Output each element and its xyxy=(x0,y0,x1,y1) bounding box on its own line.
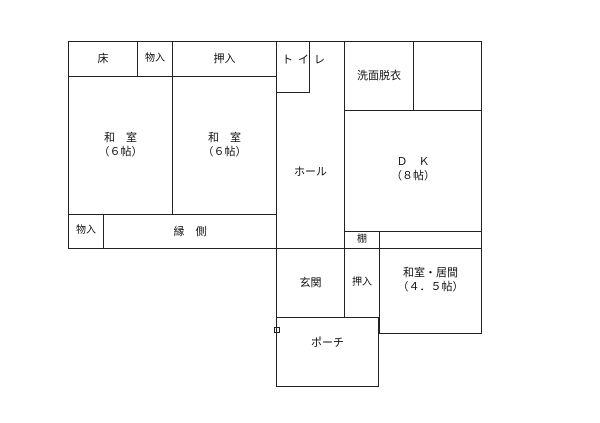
label-shelf: 棚 xyxy=(357,234,367,245)
label-hall: ホール xyxy=(294,165,327,178)
label-washitsu-left: 和 室 （６帖） xyxy=(98,131,143,158)
room-storage-right xyxy=(413,41,482,111)
post-marker xyxy=(274,327,280,333)
label-washitsu-ima: 和室・居間 （４．５帖） xyxy=(397,266,464,293)
label-toilet: トイレ xyxy=(282,53,330,66)
room-washitsu-ima[interactable] xyxy=(379,231,482,334)
room-toilet[interactable] xyxy=(276,41,310,93)
label-closet-4: 押入 xyxy=(352,277,372,288)
label-closet-1: 物入 xyxy=(145,53,165,64)
label-dk: Ｄ Ｋ （８帖） xyxy=(391,155,435,182)
label-closet-3: 物入 xyxy=(76,225,96,236)
label-genkan: 玄関 xyxy=(299,276,322,289)
label-closet-2: 押入 xyxy=(213,52,236,65)
label-washroom: 洗面脱衣 xyxy=(357,69,401,82)
label-toko: 床 xyxy=(97,52,109,65)
label-washitsu-mid: 和 室 （６帖） xyxy=(202,131,247,158)
room-engawa[interactable] xyxy=(103,214,277,249)
label-porch: ポーチ xyxy=(311,336,344,349)
label-engawa: 縁 側 xyxy=(173,225,207,238)
room-porch[interactable] xyxy=(276,317,379,387)
